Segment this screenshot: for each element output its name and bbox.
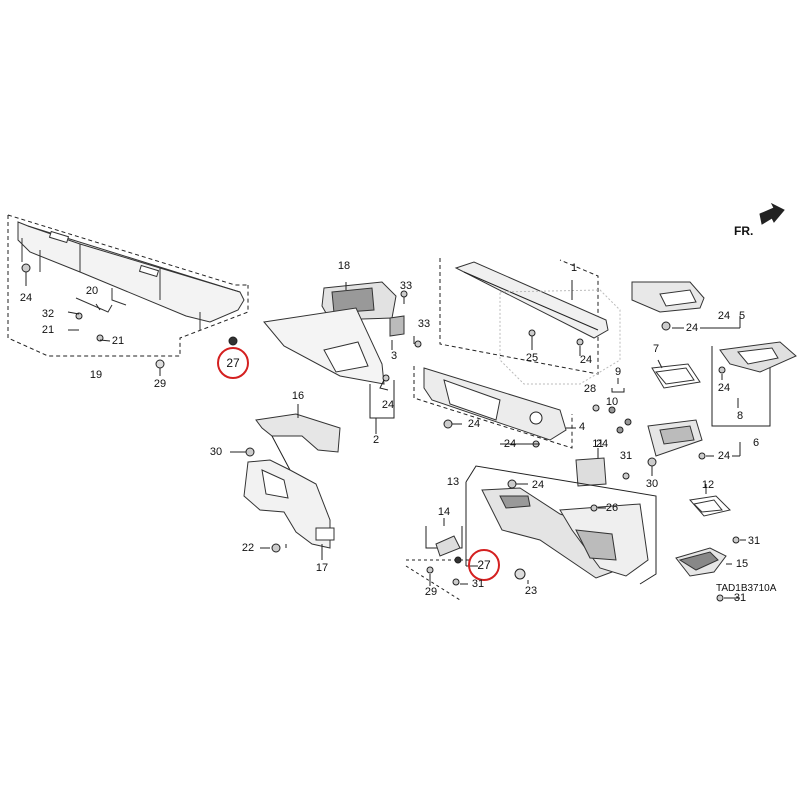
callout-label: 24	[595, 438, 609, 450]
callout-label: 13	[446, 476, 460, 488]
callout-label: 30	[209, 446, 223, 458]
lower-console-group	[405, 465, 657, 601]
callout-label: 24	[717, 382, 731, 394]
callout-label: 12	[701, 479, 715, 491]
callout-label: 28	[583, 383, 597, 395]
front-direction-label: FR.	[734, 224, 754, 238]
callout-label: 2	[372, 434, 380, 446]
callout-label: 24	[685, 322, 699, 334]
callout-label: 14	[437, 506, 451, 518]
column-cover-group	[230, 404, 341, 560]
callout-label: 31	[471, 578, 485, 590]
callout-label: 3	[390, 350, 398, 362]
callout-label: 29	[153, 378, 167, 390]
diagram-code: TAD1B3710A	[716, 583, 777, 594]
highlighted-callout-label: 27	[477, 558, 491, 572]
callout-label: 21	[41, 324, 55, 336]
highlighted-callout-ring	[217, 347, 249, 379]
callout-label: 15	[735, 558, 749, 570]
callout-label: 25	[525, 352, 539, 364]
callout-label: 31	[733, 592, 747, 604]
callout-label: 29	[424, 586, 438, 598]
callout-label: 6	[752, 437, 760, 449]
callout-label: 5	[738, 310, 746, 322]
callout-label: 26	[605, 502, 619, 514]
callout-label: 33	[399, 280, 413, 292]
callout-label: 31	[619, 450, 633, 462]
front-direction-arrow-shape	[759, 202, 785, 225]
callout-label: 1	[570, 262, 578, 274]
callout-label: 11	[592, 438, 604, 450]
callout-label: 24	[19, 292, 33, 304]
callout-label: 4	[578, 421, 586, 433]
callout-label: 31	[747, 535, 761, 547]
callout-label: 24	[717, 450, 731, 462]
callout-label: 17	[315, 562, 329, 574]
callout-label: 24	[531, 479, 545, 491]
callout-label: 10	[605, 396, 619, 408]
callout-label: 20	[85, 285, 99, 297]
highlighted-callout-ring	[468, 549, 500, 581]
callout-label: 23	[524, 585, 538, 597]
callout-label: 18	[337, 260, 351, 272]
callout-label: 8	[736, 410, 744, 422]
callout-label: 30	[645, 478, 659, 490]
upper-dash-panel-group	[7, 214, 249, 376]
callout-label: 24	[381, 399, 395, 411]
callout-label: 33	[417, 318, 431, 330]
highlighted-callout-label: 27	[226, 356, 240, 370]
center-vent-group	[263, 281, 422, 434]
callout-label: 7	[652, 343, 660, 355]
callout-label: 19	[89, 369, 103, 381]
right-side-trim-group	[575, 281, 797, 602]
callout-label: 16	[291, 390, 305, 402]
callout-label: 21	[111, 335, 125, 347]
callout-label: 24	[467, 418, 481, 430]
callout-label: 24	[717, 310, 731, 322]
callout-label: 32	[41, 308, 55, 320]
middle-panel-group	[413, 258, 621, 449]
callout-label: 9	[614, 366, 622, 378]
callout-label: 24	[579, 354, 593, 366]
callout-label: 24	[503, 438, 517, 450]
callout-label: 22	[241, 542, 255, 554]
